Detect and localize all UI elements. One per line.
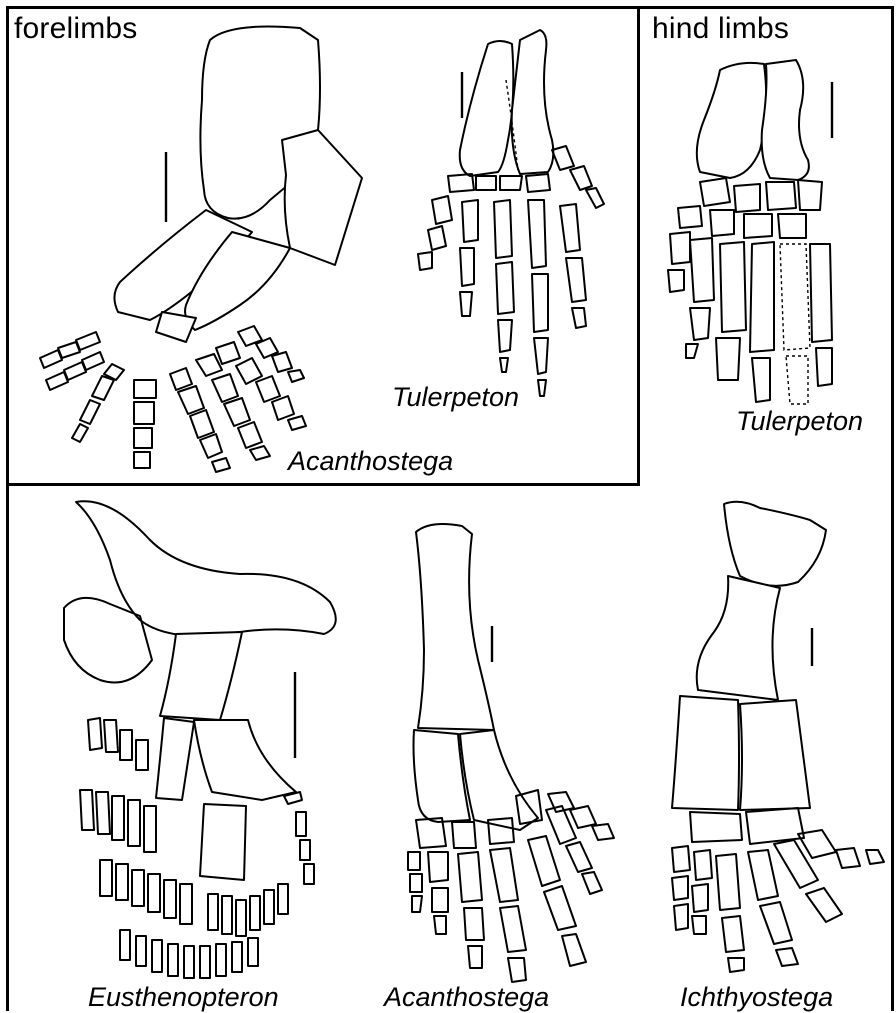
humerus: [416, 524, 494, 730]
label-acanthostega-forelimb: Acanthostega: [288, 448, 453, 475]
carpal: [156, 312, 196, 342]
ulna: [512, 30, 554, 174]
humerus: [76, 501, 336, 636]
ulnare: [200, 804, 246, 880]
acanthostega-bottom-drawing: [408, 524, 614, 982]
tulerpeton-hindlimb-digits: [668, 178, 832, 404]
femur: [697, 576, 780, 700]
ulna: [460, 730, 538, 830]
tulerpeton-forelimb-drawing: [418, 30, 604, 396]
label-acanthostega-bottom: Acanthostega: [384, 984, 549, 1011]
ichthyostega-drawing: [672, 502, 884, 972]
label-tulerpeton-forelimb: Tulerpeton: [392, 384, 519, 411]
tibia: [672, 696, 739, 810]
humerus: [460, 41, 514, 176]
femur-a: [697, 63, 766, 178]
femur-b: [762, 60, 809, 180]
radius-plate: [282, 130, 362, 265]
intermedium: [156, 718, 194, 800]
pubis: [724, 502, 826, 586]
acanthostega-bottom-digits: [408, 790, 614, 982]
ichthyostega-digits: [672, 808, 884, 972]
eusthenopteron-drawing: [64, 501, 336, 978]
label-eusthenopteron: Eusthenopteron: [88, 984, 279, 1011]
tulerpeton-hindlimb-drawing: [668, 60, 832, 404]
ulna: [194, 720, 296, 800]
label-ichthyostega: Ichthyostega: [680, 984, 833, 1011]
acanthostega-forelimb-drawing: [40, 27, 362, 473]
radius: [160, 632, 242, 720]
tulerpeton-forelimb-digits: [418, 146, 604, 396]
acanthostega-digits: [40, 326, 306, 472]
fibula: [740, 700, 810, 810]
eusthenopteron-radials: [80, 718, 314, 978]
label-tulerpeton-hindlimb: Tulerpeton: [736, 408, 863, 435]
